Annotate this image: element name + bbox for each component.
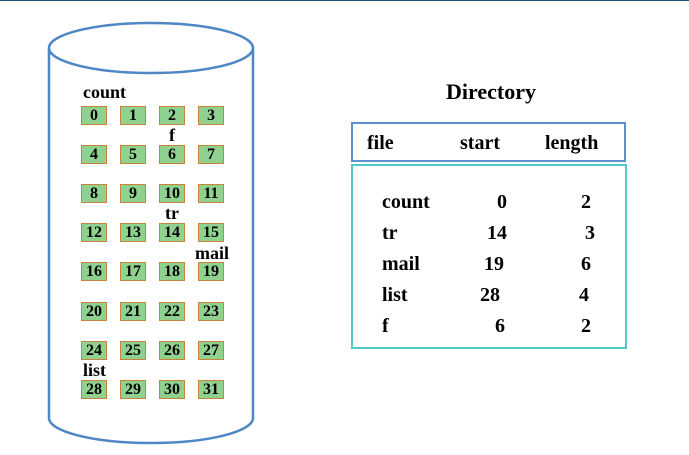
disk-block-27: 27 — [198, 341, 224, 360]
row-1-file: tr — [382, 222, 398, 244]
disk-block-19: 19 — [198, 262, 224, 281]
directory-table: count 0 2 tr 14 3 mail 19 6 list 28 4 f … — [351, 164, 627, 349]
disk-block-28: 28 — [81, 380, 107, 399]
disk-block-1: 1 — [120, 106, 146, 125]
row-2-start: 19 — [484, 253, 504, 275]
top-rule — [0, 0, 689, 1]
disk-label-f: f — [169, 125, 175, 145]
disk-block-16: 16 — [81, 262, 107, 281]
row-4-file: f — [382, 315, 389, 337]
disk-block-14: 14 — [159, 223, 185, 242]
disk-block-24: 24 — [81, 341, 107, 360]
cylinder-top — [47, 21, 255, 75]
row-4-length: 2 — [581, 315, 591, 337]
row-3-file: list — [382, 284, 408, 306]
disk-block-25: 25 — [120, 341, 146, 360]
header-start: start — [460, 132, 500, 154]
row-3-length: 4 — [579, 284, 589, 306]
header-file: file — [367, 132, 394, 154]
disk-block-17: 17 — [120, 262, 146, 281]
disk-block-10: 10 — [159, 184, 185, 203]
row-1-length: 3 — [585, 222, 595, 244]
disk-block-13: 13 — [120, 223, 146, 242]
disk-block-31: 31 — [198, 380, 224, 399]
disk-block-29: 29 — [120, 380, 146, 399]
disk-block-7: 7 — [198, 145, 224, 164]
disk-block-2: 2 — [159, 106, 185, 125]
disk-block-4: 4 — [81, 145, 107, 164]
row-3-start: 28 — [480, 284, 500, 306]
row-2-file: mail — [382, 253, 420, 275]
disk-block-15: 15 — [198, 223, 224, 242]
disk-block-22: 22 — [159, 302, 185, 321]
disk-block-8: 8 — [81, 184, 107, 203]
disk-block-5: 5 — [120, 145, 146, 164]
directory-header: file start length — [351, 122, 626, 162]
row-1-start: 14 — [487, 222, 507, 244]
disk-block-26: 26 — [159, 341, 185, 360]
disk-block-12: 12 — [81, 223, 107, 242]
disk-block-30: 30 — [159, 380, 185, 399]
disk-block-0: 0 — [81, 106, 107, 125]
row-0-file: count — [382, 191, 430, 213]
disk-block-18: 18 — [159, 262, 185, 281]
row-0-start: 0 — [497, 191, 507, 213]
disk-block-11: 11 — [198, 184, 224, 203]
disk-block-3: 3 — [198, 106, 224, 125]
disk-block-6: 6 — [159, 145, 185, 164]
row-0-length: 2 — [581, 191, 591, 213]
disk-block-9: 9 — [120, 184, 146, 203]
disk-block-20: 20 — [81, 302, 107, 321]
disk-label-count: count — [83, 82, 127, 102]
row-4-start: 6 — [495, 315, 505, 337]
directory-title: Directory — [446, 79, 536, 104]
header-length: length — [545, 132, 599, 154]
disk-label-tr: tr — [165, 203, 179, 223]
disk-label-mail: mail — [195, 243, 229, 263]
disk-label-list: list — [83, 360, 107, 380]
cylinder-body — [47, 48, 255, 445]
disk-block-23: 23 — [198, 302, 224, 321]
disk-block-21: 21 — [120, 302, 146, 321]
row-2-length: 6 — [581, 253, 591, 275]
